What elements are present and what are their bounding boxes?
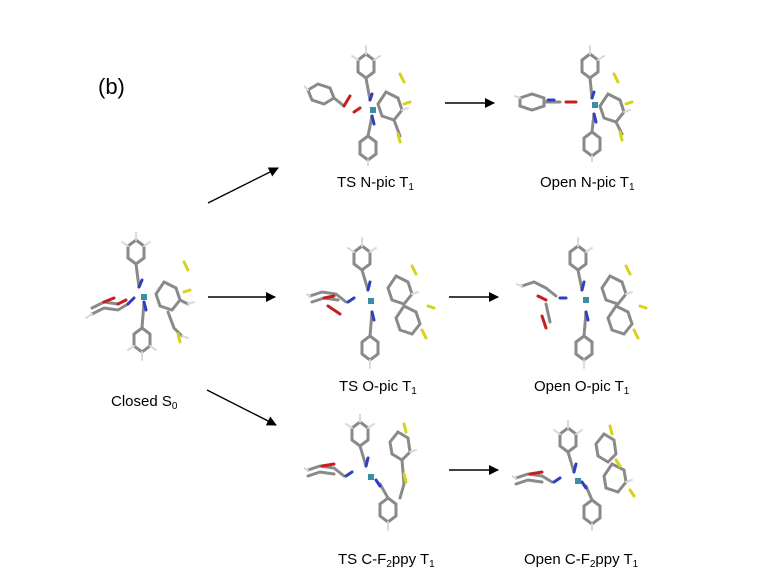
open-opic-t1-structure-image [516,237,648,369]
arrow-closed-to-ts-cf2ppy [206,389,277,426]
label-open-npic-t1: Open N-pic T1 [540,174,635,193]
arrow-closed-to-ts-npic [207,167,279,204]
label-closed-s0: Closed S0 [111,393,178,412]
ts-cf2ppy-t1-structure-image [304,414,417,531]
open-npic-t1-structure-image [514,45,634,162]
open-cf2ppy-t1-structure-image [512,420,636,531]
panel-label: (b) [98,74,125,99]
label-open-opic-t1: Open O-pic T1 [534,378,630,397]
closed-s0-structure-image [85,232,195,361]
ts-npic-t1-structure-image [304,45,412,166]
ts-opic-t1-structure-image [306,237,436,369]
label-ts-npic-t1: TS N-pic T1 [337,174,414,193]
label-open-cf2ppy-t1: Open C-F2ppy T1 [524,551,639,570]
label-ts-opic-t1: TS O-pic T1 [339,378,417,397]
label-ts-cf2ppy-t1: TS C-F2ppy T1 [338,551,435,570]
